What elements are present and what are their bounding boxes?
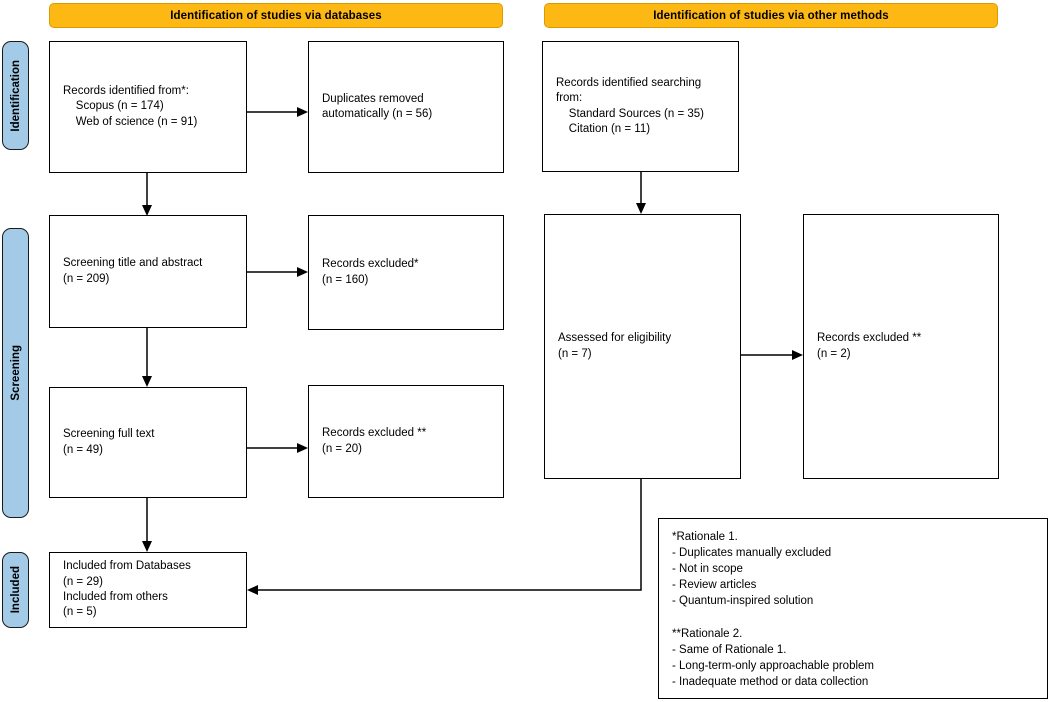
text-line: Web of science (n = 91) [63, 115, 198, 128]
text-line: Screening title and abstract [63, 257, 203, 270]
text-line: Records excluded ** [322, 427, 427, 440]
text-line: Scopus (n = 174) [63, 100, 164, 113]
text-line: - Not in scope [672, 563, 743, 576]
text-line: *Rationale 1. [672, 531, 738, 543]
text-line: Records excluded ** [817, 332, 922, 345]
stage-label-screening: Screening [9, 345, 22, 401]
arrow-fulltext-to-excluded [247, 443, 308, 453]
text-line: **Rationale 2. [672, 627, 743, 640]
arrow-records-to-duplicates [247, 107, 308, 117]
stage-pill-included: Included [2, 552, 29, 628]
box-records-excluded-other: Records excluded ** (n = 2) [803, 214, 999, 479]
text-line: - Long-term-only approachable problem [672, 659, 874, 672]
text-line: from: [556, 92, 583, 105]
text-line: (n = 160) [322, 273, 369, 286]
box-records-excluded-title: Records excluded* (n = 160) [308, 215, 504, 330]
text-line: (n = 20) [322, 442, 362, 455]
arrow-title-to-fulltext [142, 328, 152, 387]
text-line: - Same of Rationale 1. [672, 643, 787, 656]
text-line: Screening full text [63, 428, 155, 441]
text-line: Duplicates removed [322, 92, 424, 105]
text-line [672, 609, 1041, 625]
box-records-identified-databases: Records identified from*: Scopus (n = 17… [49, 41, 247, 173]
text-line: Citation (n = 11) [556, 122, 651, 135]
text-line: Records identified searching [556, 76, 702, 89]
header-databases: Identification of studies via databases [49, 3, 503, 28]
box-rationale-notes: *Rationale 1. - Duplicates manually exclu… [658, 518, 1048, 699]
stage-pill-identification: Identification [2, 41, 29, 150]
text-line: (n = 2) [817, 347, 851, 360]
text-line: - Quantum-inspired solution [672, 595, 814, 608]
text-line: - Inadequate method or data collection [672, 675, 869, 688]
text-line: automatically (n = 56) [322, 108, 433, 120]
text-line: - Duplicates manually excluded [672, 547, 832, 560]
text-line: - Review articles [672, 579, 757, 592]
text-line: Standard Sources (n = 35) [556, 107, 704, 120]
arrow-other-records-to-assessed [636, 172, 646, 214]
text-line: (n = 7) [558, 347, 592, 360]
box-records-excluded-fulltext: Records excluded ** (n = 20) [308, 385, 504, 498]
header-other-methods: Identification of studies via other meth… [544, 3, 998, 28]
text-line: Assessed for eligibility [558, 332, 672, 345]
text-line: Included from others [63, 591, 168, 603]
arrow-assessed-to-excluded [741, 350, 803, 360]
text-line: (n = 29) [63, 575, 103, 588]
text-line: Included from Databases [63, 560, 191, 573]
box-records-identified-other: Records identified searching from: Standa… [542, 41, 739, 172]
stage-label-included: Included [9, 566, 22, 614]
text-line: (n = 49) [63, 443, 103, 456]
box-included: Included from Databases (n = 29) Included … [49, 552, 247, 628]
text-line: (n = 209) [63, 272, 110, 285]
box-screening-full-text: Screening full text (n = 49) [49, 387, 247, 498]
box-assessed-eligibility: Assessed for eligibility (n = 7) [544, 214, 741, 479]
box-screening-title-abstract: Screening title and abstract (n = 209) [49, 215, 247, 328]
box-duplicates-removed: Duplicates removed automatically (n = 56) [308, 41, 504, 173]
arrow-fulltext-to-included [142, 498, 152, 552]
stage-pill-screening: Screening [2, 228, 29, 518]
text-line: Records excluded* [322, 258, 419, 271]
arrow-records-to-screening-title [142, 173, 152, 216]
text-line: Records identified from*: [63, 84, 189, 97]
text-line: (n = 5) [63, 606, 97, 619]
stage-label-identification: Identification [9, 59, 22, 132]
arrow-title-to-excluded [247, 267, 308, 277]
